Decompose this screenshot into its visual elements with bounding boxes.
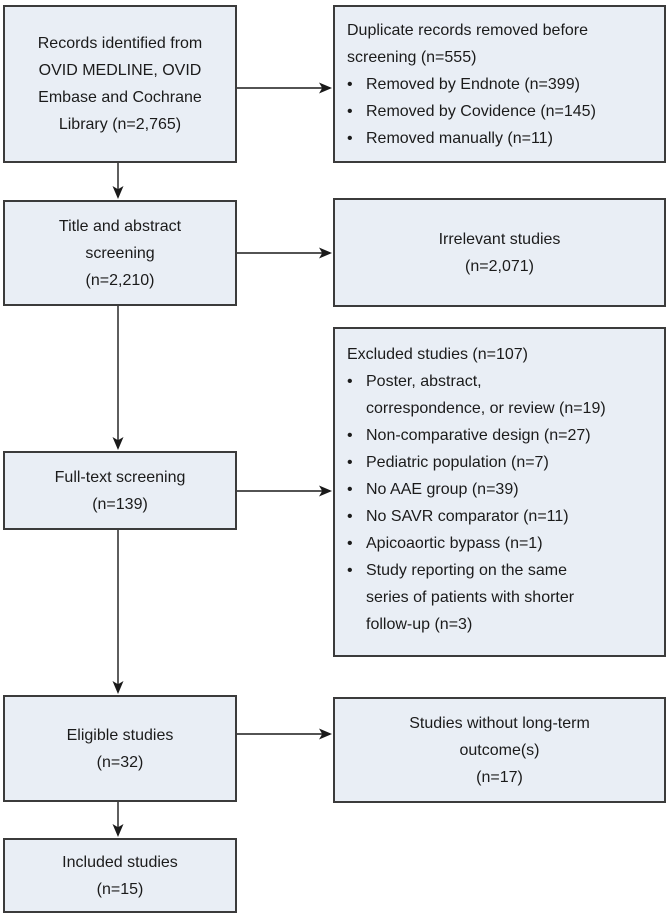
- bullet-text-line: Study reporting on the same: [366, 562, 568, 579]
- list-item: • Non-comparative design (n=27): [347, 422, 652, 449]
- list-item: • No AAE group (n=39): [347, 476, 652, 503]
- box-excluded-studies: Excluded studies (n=107) • Poster, abstr…: [333, 327, 666, 657]
- bullet-icon: •: [347, 454, 353, 471]
- bullet-text-line: Removed manually (n=11): [366, 130, 553, 147]
- box-text-line: OVID MEDLINE, OVID: [38, 62, 202, 79]
- list-item: • Removed manually (n=11): [347, 125, 652, 152]
- box-header-line: screening (n=555): [347, 49, 477, 66]
- box-text-line: screening: [85, 244, 155, 262]
- list-item: • Poster, abstract, correspondence, or r…: [347, 368, 652, 422]
- box-text-line: Eligible studies: [66, 726, 174, 744]
- box-header-line: Duplicate records removed before: [347, 22, 589, 39]
- box-text-line: Full-text screening: [54, 468, 186, 486]
- bullet-icon: •: [347, 562, 353, 579]
- list-item: • Removed by Covidence (n=145): [347, 98, 652, 125]
- box-text-line: outcome(s): [459, 741, 540, 759]
- list-item: • Removed by Endnote (n=399): [347, 71, 652, 98]
- box-text-line: Included studies: [62, 853, 178, 871]
- box-text-line: Irrelevant studies: [438, 230, 561, 248]
- box-fulltext-screening: Full-text screening (n=139): [3, 451, 237, 530]
- box-text-line: (n=32): [96, 753, 144, 771]
- box-text-line: (n=17): [476, 768, 523, 786]
- box-title-abstract-screening: Title and abstract screening (n=2,210): [3, 200, 237, 306]
- box-text-line: (n=2,210): [85, 271, 155, 289]
- list-item: • Pediatric population (n=7): [347, 449, 652, 476]
- box-text-line: Records identified from: [37, 35, 203, 52]
- bullet-text-line: Removed by Endnote (n=399): [366, 76, 580, 93]
- bullet-icon: •: [347, 481, 353, 498]
- list-item: • No SAVR comparator (n=11): [347, 503, 652, 530]
- box-text-line: Title and abstract: [58, 217, 182, 235]
- box-records-identified: Records identified from OVID MEDLINE, OV…: [3, 5, 237, 163]
- bullet-icon: •: [347, 76, 353, 93]
- bullet-text-line: series of patients with shorter: [366, 589, 575, 606]
- bullet-text-line: Apicoaortic bypass (n=1): [366, 535, 543, 552]
- bullet-text-line: Removed by Covidence (n=145): [366, 103, 596, 120]
- bullet-text-line: correspondence, or review (n=19): [366, 400, 606, 417]
- bullet-icon: •: [347, 373, 353, 390]
- box-header-line: Excluded studies (n=107): [347, 346, 528, 363]
- box-irrelevant-studies: Irrelevant studies (n=2,071): [333, 198, 666, 307]
- box-text-line: (n=2,071): [465, 257, 534, 275]
- box-included-studies: Included studies (n=15): [3, 838, 237, 913]
- box-duplicate-records-removed: Duplicate records removed before screeni…: [333, 5, 666, 163]
- box-text-line: (n=15): [96, 880, 144, 898]
- bullet-text-line: No SAVR comparator (n=11): [366, 508, 569, 525]
- bullet-text-line: follow-up (n=3): [366, 616, 473, 633]
- box-text-line: (n=139): [92, 495, 148, 513]
- bullet-icon: •: [347, 130, 353, 147]
- box-studies-without-longterm: Studies without long-term outcome(s) (n=…: [333, 697, 666, 803]
- bullet-text-line: No AAE group (n=39): [366, 481, 519, 498]
- bullet-icon: •: [347, 535, 353, 552]
- box-eligible-studies: Eligible studies (n=32): [3, 695, 237, 802]
- bullet-icon: •: [347, 427, 353, 444]
- bullet-text-line: Pediatric population (n=7): [366, 454, 549, 471]
- bullet-icon: •: [347, 508, 353, 525]
- bullet-text-line: Non-comparative design (n=27): [366, 427, 591, 444]
- box-text-line: Studies without long-term: [409, 714, 590, 732]
- bullet-text-line: Poster, abstract,: [366, 373, 482, 390]
- box-text-line: Library (n=2,765): [58, 116, 182, 133]
- list-item: • Apicoaortic bypass (n=1): [347, 530, 652, 557]
- box-text-line: Embase and Cochrane: [38, 89, 202, 106]
- bullet-icon: •: [347, 103, 353, 120]
- list-item: • Study reporting on the same series of …: [347, 557, 652, 638]
